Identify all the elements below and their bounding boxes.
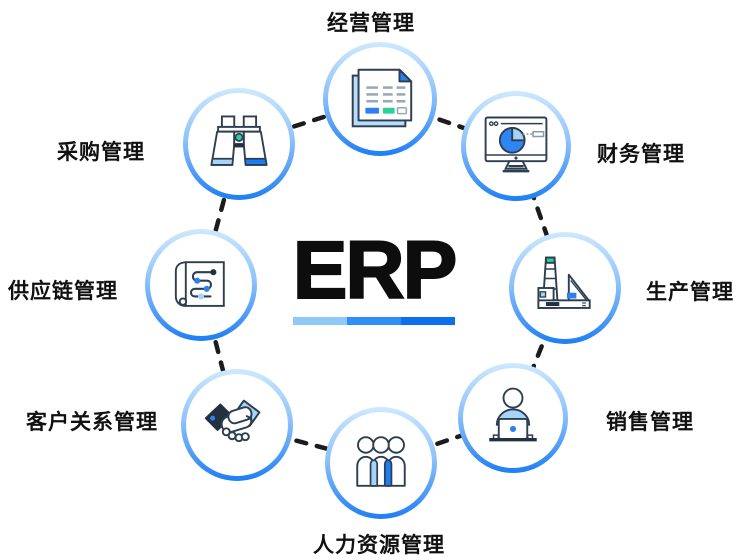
erp-underline-bar bbox=[293, 317, 455, 325]
label-customer-relationship: 客户关系管理 bbox=[26, 411, 158, 434]
label-human-resources: 人力资源管理 bbox=[313, 534, 445, 557]
handshake-icon bbox=[204, 399, 261, 443]
route-map-icon bbox=[174, 261, 225, 307]
person-laptop-icon bbox=[489, 387, 537, 442]
node-production-management bbox=[509, 232, 621, 344]
erp-center: ERP bbox=[291, 225, 459, 325]
label-procurement: 采购管理 bbox=[57, 141, 145, 164]
node-customer-relationship bbox=[181, 369, 293, 481]
label-supply-chain: 供应链管理 bbox=[8, 280, 118, 303]
node-business-management bbox=[323, 42, 437, 156]
node-sales-management bbox=[458, 363, 568, 473]
label-business-management: 经营管理 bbox=[327, 12, 415, 35]
node-human-resources bbox=[325, 407, 437, 519]
bar-segment-dark bbox=[401, 317, 455, 325]
bar-segment-light bbox=[293, 317, 347, 325]
factory-icon bbox=[537, 256, 591, 309]
erp-title: ERP bbox=[292, 225, 459, 316]
people-group-icon bbox=[356, 436, 406, 487]
binoculars-icon bbox=[210, 115, 268, 166]
label-financial-management: 财务管理 bbox=[597, 143, 685, 166]
monitor-pie-chart-icon bbox=[484, 116, 548, 173]
node-financial-management bbox=[461, 91, 571, 201]
bar-segment-medium bbox=[347, 317, 401, 325]
node-supply-chain bbox=[145, 229, 257, 341]
node-procurement bbox=[183, 88, 295, 200]
document-icon bbox=[351, 68, 413, 128]
label-sales-management: 销售管理 bbox=[606, 411, 694, 434]
label-production-management: 生产管理 bbox=[646, 281, 734, 304]
